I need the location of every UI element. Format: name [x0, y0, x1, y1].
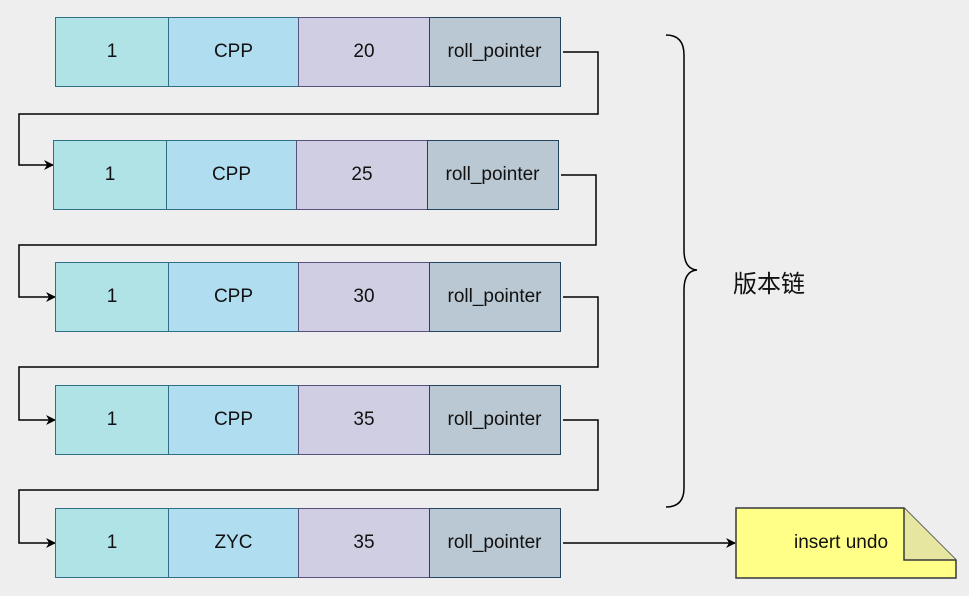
- record-row-5: 1 ZYC 35 roll_pointer: [55, 508, 561, 578]
- record-age-cell: 20: [298, 17, 430, 87]
- record-row-1: 1 CPP 20 roll_pointer: [55, 17, 561, 87]
- record-row-4: 1 CPP 35 roll_pointer: [55, 385, 561, 455]
- link-arrow-1-2: [18, 51, 599, 170]
- link-arrow-2-3: [18, 174, 597, 302]
- record-row-3: 1 CPP 30 roll_pointer: [55, 262, 561, 332]
- record-pointer-cell: roll_pointer: [428, 508, 561, 578]
- record-id-cell: 1: [55, 262, 169, 332]
- record-age-cell: 25: [296, 140, 428, 210]
- undo-note-shape: [735, 507, 957, 579]
- undo-note-label: insert undo: [794, 532, 889, 553]
- record-id-cell: 1: [55, 17, 169, 87]
- record-pointer-cell: roll_pointer: [426, 140, 559, 210]
- record-age-cell: 35: [298, 385, 430, 455]
- undo-note-fold: [903, 508, 956, 561]
- link-arrow-3-4: [18, 296, 599, 425]
- record-name-cell: CPP: [167, 385, 300, 455]
- record-row-2: 1 CPP 25 roll_pointer: [53, 140, 559, 210]
- version-chain-label: 版本链: [733, 271, 805, 298]
- record-age-cell: 35: [298, 508, 430, 578]
- record-name-cell: CPP: [165, 140, 298, 210]
- record-name-cell: CPP: [167, 262, 300, 332]
- record-name-cell: ZYC: [167, 508, 300, 578]
- record-id-cell: 1: [53, 140, 167, 210]
- record-id-cell: 1: [55, 385, 169, 455]
- version-chain-brace: [665, 34, 698, 508]
- record-name-cell: CPP: [167, 17, 300, 87]
- record-pointer-cell: roll_pointer: [428, 17, 561, 87]
- record-age-cell: 30: [298, 262, 430, 332]
- link-arrow-4-5: [18, 419, 599, 548]
- record-pointer-cell: roll_pointer: [428, 262, 561, 332]
- record-pointer-cell: roll_pointer: [428, 385, 561, 455]
- record-id-cell: 1: [55, 508, 169, 578]
